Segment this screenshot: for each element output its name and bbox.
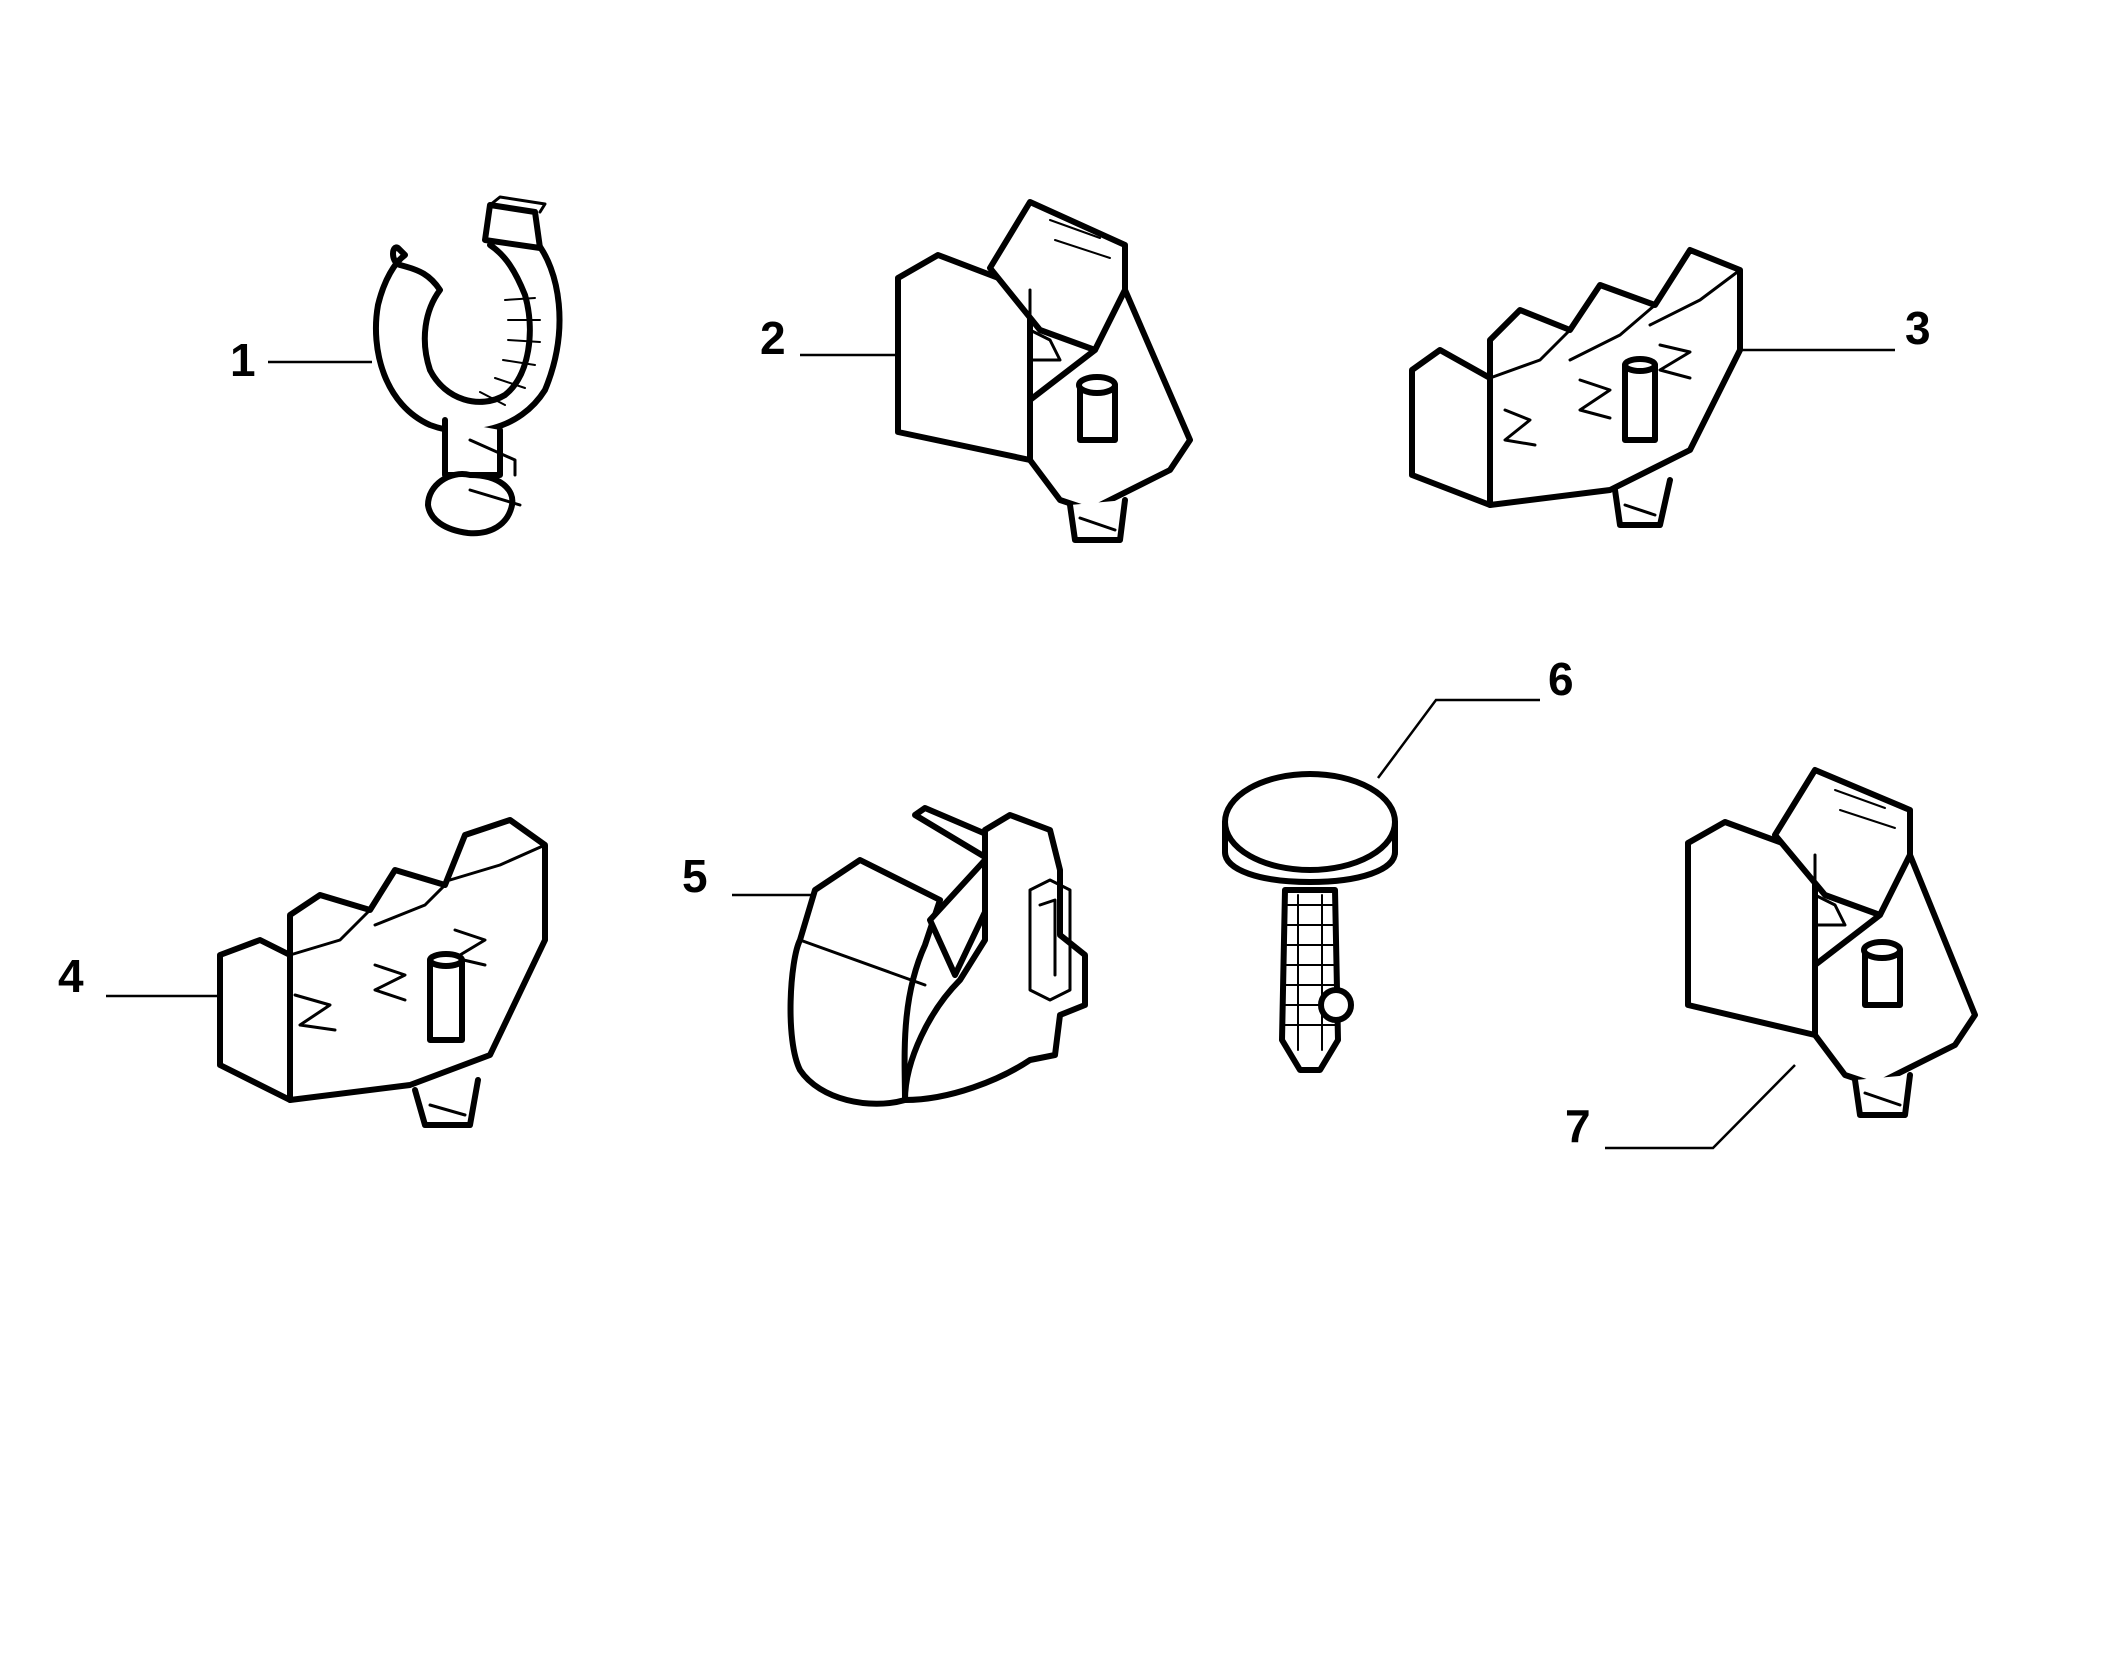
leader-line-6 xyxy=(1376,698,1540,779)
part-2-pipe-clip[interactable] xyxy=(895,199,1193,543)
callout-7[interactable]: 7 xyxy=(1565,1100,1591,1152)
part-3-triple-pipe-clip[interactable] xyxy=(1409,247,1743,528)
part-4-triple-pipe-clip[interactable] xyxy=(217,817,548,1128)
part-6-push-rivet[interactable] xyxy=(1222,771,1398,1073)
callout-4[interactable]: 4 xyxy=(58,950,84,1002)
leader-line-7 xyxy=(1605,1064,1796,1150)
callout-3[interactable]: 3 xyxy=(1905,302,1931,354)
part-7-pipe-clip[interactable] xyxy=(1685,767,1978,1118)
part-5-clamp-clip[interactable] xyxy=(787,805,1088,1107)
callout-5[interactable]: 5 xyxy=(682,850,708,902)
callout-1[interactable]: 1 xyxy=(230,334,256,386)
part-1-ring-clip[interactable] xyxy=(372,195,563,537)
callout-2[interactable]: 2 xyxy=(760,312,786,364)
callout-6[interactable]: 6 xyxy=(1548,653,1574,705)
